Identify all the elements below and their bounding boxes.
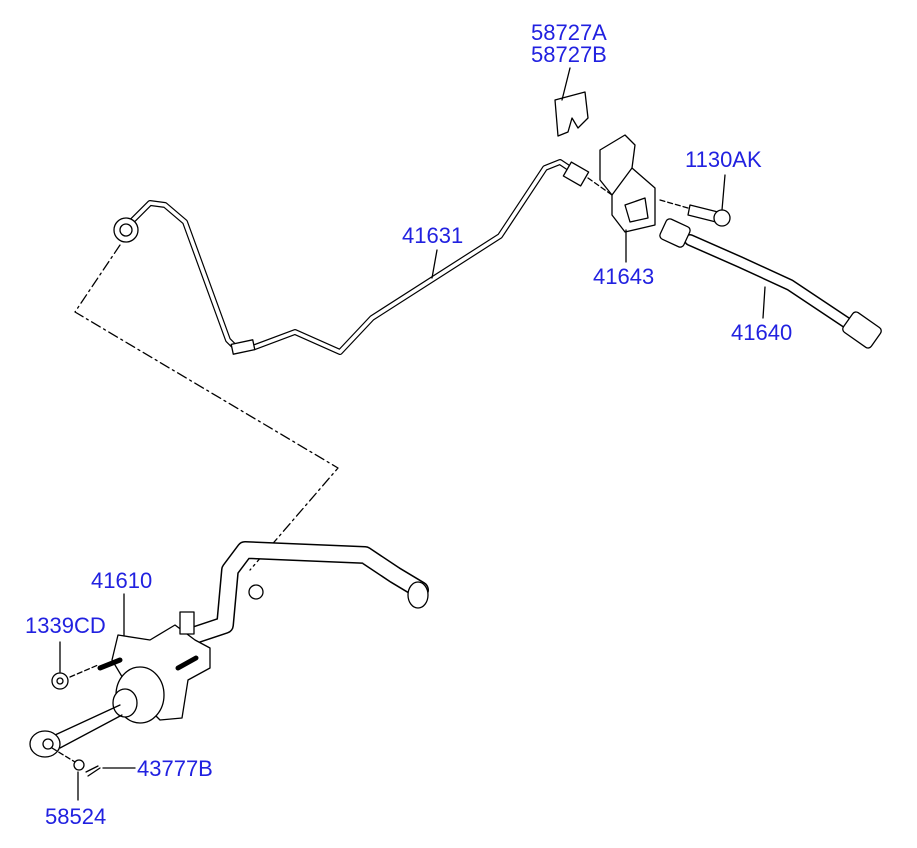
label-58727A[interactable]: 58727A [531,20,607,45]
hose-41640 [659,218,882,349]
connection-line [74,244,339,571]
bolt-1130AK [659,199,731,227]
pin-43777B [85,765,101,777]
washer-58524 [73,759,85,771]
label-41610[interactable]: 41610 [91,568,153,593]
clip-58727 [554,91,589,137]
label-58524[interactable]: 58524 [45,804,107,829]
clutch-tube-41631 [113,159,590,355]
label-41643[interactable]: 41643 [593,264,655,289]
bracket-41643 [599,134,656,233]
master-cylinder-41610 [29,611,211,758]
label-58727B[interactable]: 58727B [531,42,607,67]
label-43777B[interactable]: 43777B [137,756,213,781]
label-41640[interactable]: 41640 [731,320,793,345]
label-41631[interactable]: 41631 [402,223,464,248]
label-1130AK[interactable]: 1130AK [685,147,762,172]
nut-1339CD [51,664,99,690]
reservoir-hose [186,541,429,644]
leader-lines [59,67,766,801]
label-1339CD[interactable]: 1339CD [25,613,106,638]
